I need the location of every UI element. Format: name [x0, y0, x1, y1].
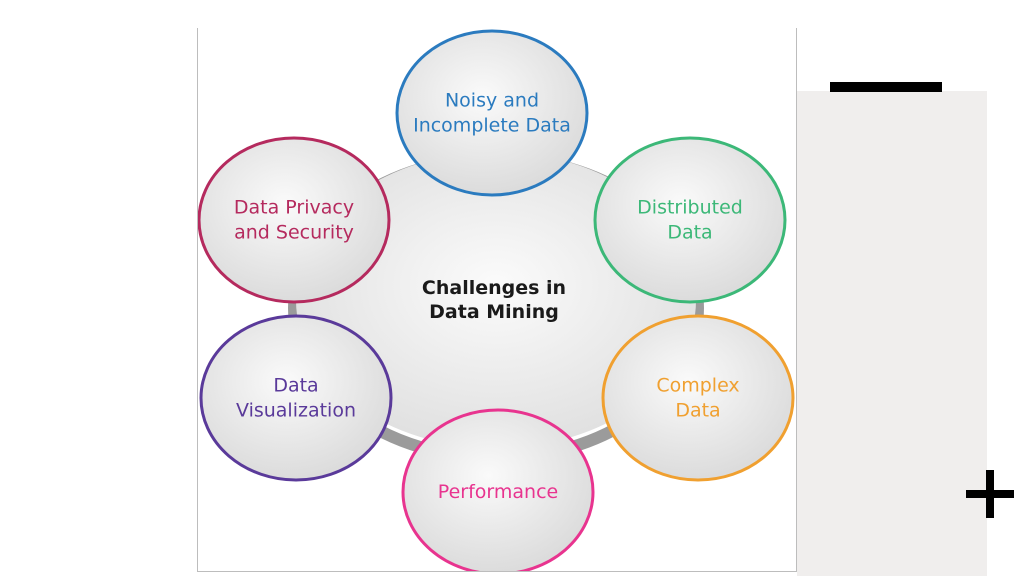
- node-circle-distributed: [593, 136, 787, 304]
- side-panel: [797, 91, 987, 576]
- node-circle-visualization: [199, 314, 393, 482]
- node-circle-complex: [601, 314, 795, 482]
- node-label-performance: Performance: [438, 481, 558, 503]
- node-performance: Performance: [401, 408, 595, 571]
- minus-bar-icon: [830, 82, 942, 92]
- plus-icon: [966, 470, 1014, 518]
- node-circle-performance: [401, 408, 595, 571]
- node-circle-privacy: [198, 136, 391, 304]
- node-circle-noisy: [395, 29, 589, 197]
